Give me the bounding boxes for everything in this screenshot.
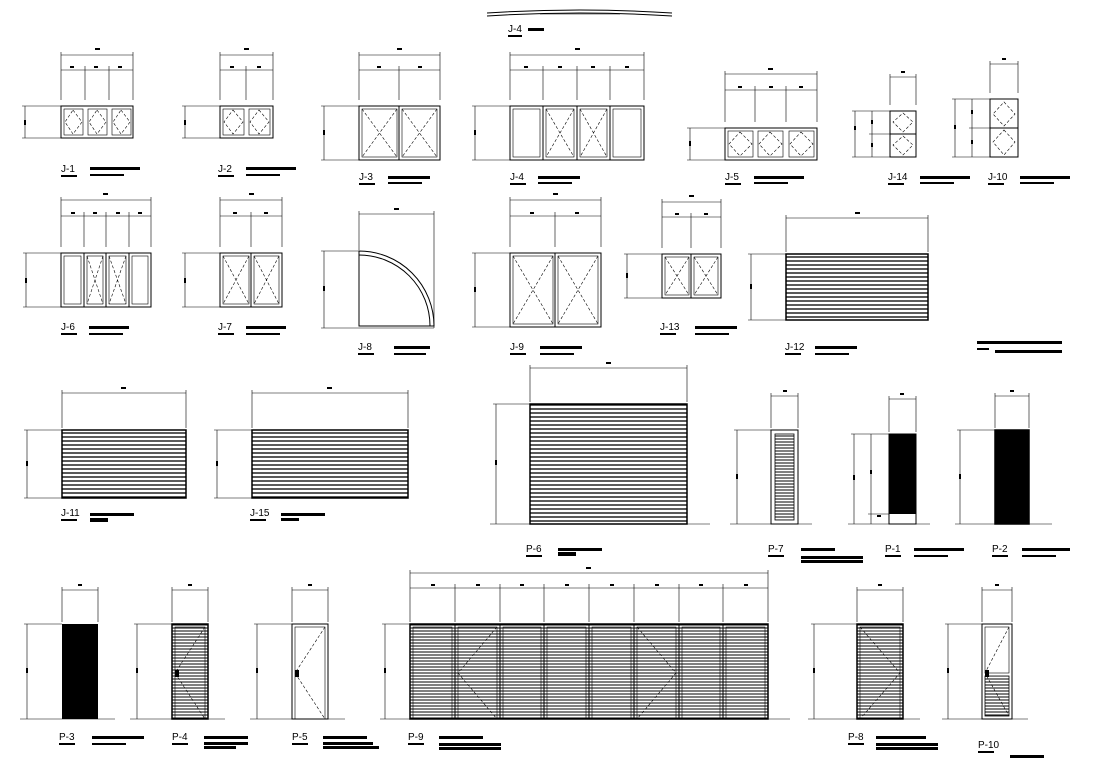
- label-j7: J-7: [218, 322, 232, 333]
- window-j7: J-7: [182, 193, 286, 335]
- label-j11: J-11: [61, 508, 80, 519]
- label-j1: J-1: [61, 164, 75, 175]
- label-p4: P-4: [172, 732, 188, 743]
- label-j13: J-13: [660, 322, 680, 333]
- label-j5: J-5: [725, 172, 739, 183]
- label-j6: J-6: [61, 322, 75, 333]
- door-p4: P-4: [130, 584, 248, 749]
- door-p5: P-5: [250, 584, 379, 749]
- label-j8: J-8: [358, 342, 372, 353]
- door-p8: P-8: [808, 584, 938, 750]
- label-p6: P-6: [526, 544, 542, 555]
- door-p7: P-7: [730, 390, 863, 563]
- label-j15: J-15: [250, 508, 270, 519]
- door-p2: P-2: [955, 390, 1070, 557]
- window-j4: J-4: [472, 48, 645, 185]
- window-j9: J-9: [472, 193, 602, 355]
- label-j10: J-10: [988, 172, 1008, 183]
- window-j5: J-5: [687, 68, 818, 185]
- door-p3: P-3: [20, 584, 144, 745]
- window-j6: J-6: [23, 193, 152, 335]
- label-j12: J-12: [785, 342, 805, 353]
- door-p6: P-6: [490, 362, 710, 557]
- window-j1: J-1: [22, 48, 140, 177]
- label-j4-plan: J-4: [508, 24, 522, 35]
- label-j9: J-9: [510, 342, 524, 353]
- label-p2: P-2: [992, 544, 1008, 555]
- door-p10: P-10: [942, 584, 1044, 758]
- window-j10: J-10: [952, 58, 1070, 185]
- label-j2: J-2: [218, 164, 232, 175]
- window-j11: J-11: [24, 387, 187, 522]
- window-j8: J-8: [321, 208, 435, 355]
- label-p5: P-5: [292, 732, 308, 743]
- label-j3: J-3: [359, 172, 373, 183]
- label-p7: P-7: [768, 544, 784, 555]
- window-j2: J-2: [182, 48, 296, 177]
- label-p8: P-8: [848, 732, 864, 743]
- label-p1: P-1: [885, 544, 901, 555]
- window-j3: J-3: [321, 48, 441, 185]
- window-j13: J-13: [624, 195, 737, 335]
- label-j14: J-14: [888, 172, 908, 183]
- door-p1: P-1: [848, 393, 964, 557]
- door-p9: P-9: [380, 567, 790, 750]
- window-j14: J-14: [852, 71, 970, 185]
- plan-j4: J-4: [486, 9, 673, 37]
- label-p9: P-9: [408, 732, 424, 743]
- label-p3: P-3: [59, 732, 75, 743]
- label-p10: P-10: [978, 740, 1000, 751]
- label-j4: J-4: [510, 172, 524, 183]
- window-j12: J-12: [748, 212, 929, 355]
- window-j15: J-15: [214, 387, 409, 521]
- note-block: [977, 341, 1062, 353]
